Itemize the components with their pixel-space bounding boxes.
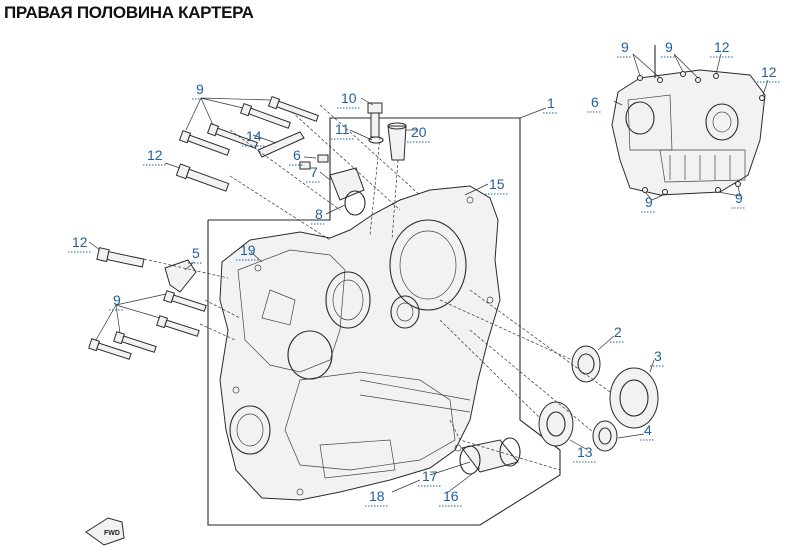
svg-text:12: 12	[761, 64, 777, 80]
callout-12b: 12	[68, 234, 91, 253]
callout-16: 16	[439, 488, 462, 507]
crankcase-half	[219, 185, 501, 501]
svg-text:9: 9	[665, 39, 673, 55]
svg-text:13: 13	[577, 444, 593, 460]
svg-text:9: 9	[735, 190, 743, 206]
svg-text:9: 9	[621, 39, 629, 55]
callout-5: 5	[188, 245, 203, 264]
callouts: 1 2 3 4 5 6 6 7 8 9 9 9 9 9 9 10 11 12 1…	[68, 39, 780, 507]
svg-text:12: 12	[714, 39, 730, 55]
svg-text:3: 3	[654, 348, 662, 364]
svg-text:15: 15	[489, 176, 505, 192]
svg-text:8: 8	[315, 206, 323, 222]
bearings	[538, 345, 659, 452]
callout-19: 19	[236, 242, 259, 261]
svg-text:19: 19	[240, 242, 256, 258]
callout-9c: 9	[617, 39, 632, 58]
svg-text:9: 9	[196, 81, 204, 97]
callout-4: 4	[640, 422, 655, 441]
callout-20: 20	[407, 124, 430, 143]
svg-text:6: 6	[293, 147, 301, 163]
svg-text:1: 1	[547, 95, 555, 111]
plate-part-14	[257, 131, 305, 158]
svg-text:4: 4	[644, 422, 652, 438]
callout-2: 2	[610, 324, 625, 343]
page-title: ПРАВАЯ ПОЛОВИНА КАРТЕРА	[4, 3, 254, 22]
bolts-top	[175, 95, 319, 192]
svg-text:14: 14	[246, 128, 262, 144]
bushings	[459, 437, 521, 475]
callout-3: 3	[650, 348, 665, 367]
callout-17: 17	[418, 468, 441, 487]
callout-9e: 9	[641, 194, 656, 213]
callout-18: 18	[365, 488, 388, 507]
callout-11: 11	[331, 121, 354, 140]
callout-13: 13	[573, 444, 596, 463]
callout-12a: 12	[143, 147, 166, 166]
svg-text:17: 17	[422, 468, 438, 484]
svg-text:20: 20	[411, 124, 427, 140]
fwd-label: FWD	[104, 530, 120, 537]
callout-9f: 9	[731, 190, 746, 209]
callout-8: 8	[311, 206, 326, 225]
svg-text:18: 18	[369, 488, 385, 504]
svg-text:10: 10	[341, 90, 357, 106]
callout-14: 14	[242, 128, 265, 147]
svg-text:9: 9	[645, 194, 653, 210]
svg-text:12: 12	[147, 147, 163, 163]
svg-text:11: 11	[335, 121, 350, 137]
callout-9b: 9	[109, 292, 124, 311]
callout-6a: 6	[587, 94, 602, 113]
callout-15: 15	[485, 176, 508, 195]
sensor-parts	[299, 102, 407, 216]
callout-1: 1	[543, 95, 558, 114]
callout-12d: 12	[757, 64, 780, 83]
assembly-boundary	[207, 117, 561, 526]
callout-6b: 6	[289, 147, 304, 166]
callout-12c: 12	[710, 39, 733, 58]
svg-text:12: 12	[72, 234, 88, 250]
bolts-left	[88, 247, 207, 360]
svg-text:5: 5	[192, 245, 200, 261]
reference-view	[611, 45, 766, 196]
svg-text:2: 2	[614, 324, 622, 340]
callout-7: 7	[306, 164, 321, 183]
callout-9a: 9	[192, 81, 207, 100]
svg-text:7: 7	[310, 164, 318, 180]
svg-text:9: 9	[113, 292, 121, 308]
callout-10: 10	[337, 90, 360, 109]
svg-text:16: 16	[443, 488, 459, 504]
callout-9d: 9	[661, 39, 676, 58]
svg-text:6: 6	[591, 94, 599, 110]
fwd-arrow: FWD	[85, 517, 125, 546]
